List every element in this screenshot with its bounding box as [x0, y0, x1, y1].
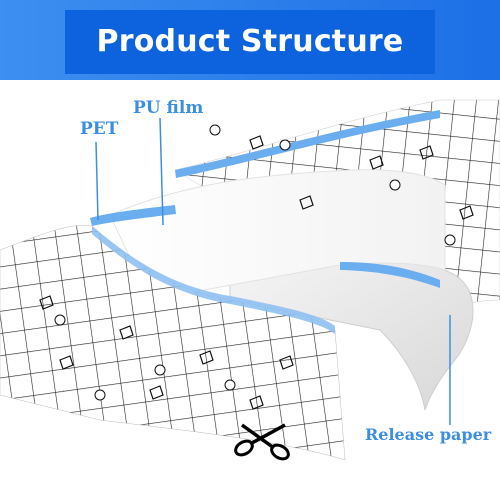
front-sheet-blue-band: [92, 226, 335, 334]
scissors-icon: [234, 423, 290, 461]
pu-film-label: PU film: [133, 98, 204, 118]
pet-edge-top: [175, 110, 440, 178]
pu-film-layer: [109, 169, 446, 301]
header-banner-inner: [65, 10, 435, 74]
pu-film-leader: [159, 117, 164, 226]
header-banner: Product Structure: [0, 0, 500, 80]
page-title: Product Structure: [96, 24, 404, 59]
pet-leader: [95, 141, 99, 221]
pet-label: PET: [80, 119, 119, 139]
pet-edge-left: [90, 205, 176, 226]
pet-edge-right: [340, 262, 440, 288]
product-illustration: [0, 99, 500, 461]
sheet-print-marks: [39, 135, 474, 410]
sheet-logo-circles: [54, 124, 456, 401]
release-paper-label: Release paper: [365, 425, 492, 444]
